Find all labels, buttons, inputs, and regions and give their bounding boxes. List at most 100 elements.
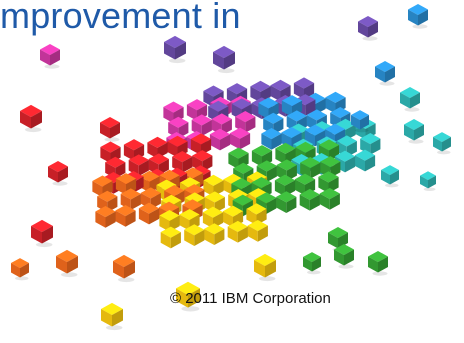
cube-shadow [105,325,123,331]
cube-left [31,225,42,244]
cube-top [274,174,296,186]
cube-top [256,160,277,172]
cube-right [265,259,276,278]
cube-top [286,110,307,122]
cube-top [184,192,205,204]
cube-left [101,308,112,327]
cube-right [58,166,68,183]
cube-left [375,66,385,83]
cube-right [214,228,225,246]
cube-top [120,188,141,200]
cube-left [209,134,220,151]
cube-left [276,196,287,214]
cube-left [115,178,126,195]
cube-top [213,45,235,58]
cube-left [159,215,170,232]
cube-right [344,249,354,266]
cube-right [67,255,78,274]
cube-top [100,141,121,153]
cube-shadow [408,139,424,144]
cube-right [188,288,200,308]
cube-top [433,132,451,142]
cube-top [319,187,340,200]
cube-right [310,162,321,179]
cube-right [240,133,251,150]
cube-top [97,190,118,202]
cube-left [274,180,285,197]
cube-top [159,209,180,222]
cube-left [351,115,360,130]
cube-left [304,130,315,147]
cube-right [50,49,60,66]
cube-left [100,147,111,164]
cube-left [258,103,269,120]
cube-shadow [60,272,78,278]
cube-shadow [24,127,42,133]
cube-left [123,144,134,161]
cube-left [56,255,67,274]
cube-shadow [168,58,186,64]
cube-right [201,119,212,137]
cube-top [325,91,346,103]
cube-top [123,170,144,183]
cube-left [203,180,214,197]
cube-top [31,219,53,232]
cube-right [220,134,231,151]
cube-right [237,226,248,243]
cube-top [184,184,205,196]
cube-top [56,249,78,262]
cube-top [95,205,116,218]
cube-top [381,165,399,175]
cube-right [257,225,268,242]
cube-left [92,181,103,198]
cube-right [390,170,399,185]
cube-left [191,119,202,137]
cube-right [338,232,348,249]
cube-left [281,100,292,117]
cube-right [112,308,123,327]
cube-shadow [104,137,120,142]
cube-left [167,141,178,158]
cube-shadow [307,270,321,275]
cube-top [167,135,188,147]
cube-top [161,194,182,206]
cube-shadow [412,24,428,29]
cube-top [184,224,205,236]
cube-top [190,133,212,145]
cube-top [204,223,225,235]
cube-left [128,159,139,177]
cube-top [159,169,180,181]
cube-right [312,257,321,272]
cube-left [261,133,272,150]
cube-left [120,193,131,211]
cube-right [266,165,277,183]
cube-right [182,156,193,173]
cube-shadow [258,276,276,282]
cube-shadow [35,242,53,248]
cube-left [325,97,336,114]
cube-right [149,208,160,225]
cube-left [334,249,344,266]
cube-left [251,150,262,167]
cube-top [295,141,316,153]
cube-right [418,9,428,26]
cube-shadow [423,187,436,191]
cube-right [410,92,420,109]
cube-right [414,124,424,141]
cube-shadow [362,36,378,41]
cube-right [125,210,136,227]
cube-left [172,156,183,173]
cube-shadow [372,271,388,276]
cube-top [330,107,351,119]
cube-top [232,194,253,206]
cube-top [270,79,291,91]
copyright-notice: © 2011 IBM Corporation [170,290,331,307]
cube-top [191,114,212,126]
cube-top [203,85,224,97]
cube-top [311,152,332,165]
cube-right [224,51,235,70]
cube-right [42,225,53,244]
cube-left [358,21,368,38]
cube-top [235,111,256,123]
cube-right [20,263,29,278]
